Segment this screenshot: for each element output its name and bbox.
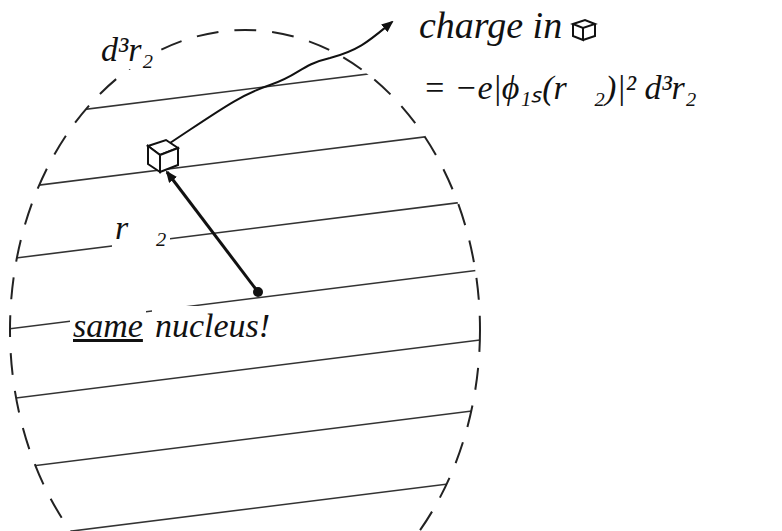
- vector-label: r⃗₂: [112, 208, 170, 247]
- nucleus-dot: [253, 287, 263, 297]
- note-label: nucleus!: [152, 306, 273, 345]
- dashed-boundary: [10, 30, 480, 531]
- pointer-arrow: [170, 22, 392, 143]
- note-label: same: [70, 306, 146, 345]
- hatching: [0, 60, 480, 531]
- cube-symbol: [569, 14, 599, 42]
- volume-element-label: d³r₂: [98, 30, 156, 69]
- equation-label: charge in: [416, 4, 565, 48]
- equation-label: = −e|ϕ₁ₛ(r⃗₂)|² d³r₂: [420, 68, 700, 107]
- volume-element: [148, 140, 178, 172]
- position-vector: [167, 172, 258, 292]
